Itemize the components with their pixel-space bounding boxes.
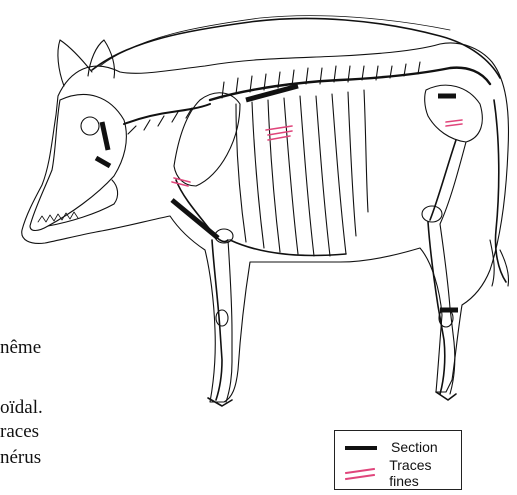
neck-vertebrae <box>124 104 210 124</box>
section-mark-skull <box>102 122 108 150</box>
section-mark-humerus <box>172 200 218 238</box>
eye-socket <box>81 117 99 135</box>
section-swatch-icon <box>345 440 379 454</box>
femur <box>430 140 456 220</box>
knee-joint-front <box>216 310 228 326</box>
traces-swatch-icon <box>345 466 377 480</box>
skull <box>30 94 126 230</box>
hind-hoof <box>436 392 456 400</box>
ear <box>58 40 92 86</box>
spinous-processes <box>222 62 420 98</box>
section-mark-jaw <box>96 158 110 166</box>
legend-item-traces: Traces fines <box>345 463 461 483</box>
legend-label-section: Section <box>391 439 438 455</box>
side-text-line-3: races <box>0 422 39 441</box>
trace-mark-pelvis <box>446 120 462 126</box>
legend: Section Traces fines <box>334 430 462 490</box>
jaw <box>48 180 118 226</box>
side-text-line-4: nérus <box>0 448 41 467</box>
side-text-line-2: oïdal. <box>0 398 43 417</box>
scapula <box>174 93 240 186</box>
femur <box>440 142 466 224</box>
section-mark-spine <box>246 86 298 100</box>
legend-label-traces: Traces fines <box>389 457 461 489</box>
tail <box>494 100 506 282</box>
foreleg <box>226 240 232 402</box>
legend-item-section: Section <box>345 437 438 457</box>
side-text-line-1: nême <box>0 338 41 357</box>
ribs <box>236 90 368 256</box>
